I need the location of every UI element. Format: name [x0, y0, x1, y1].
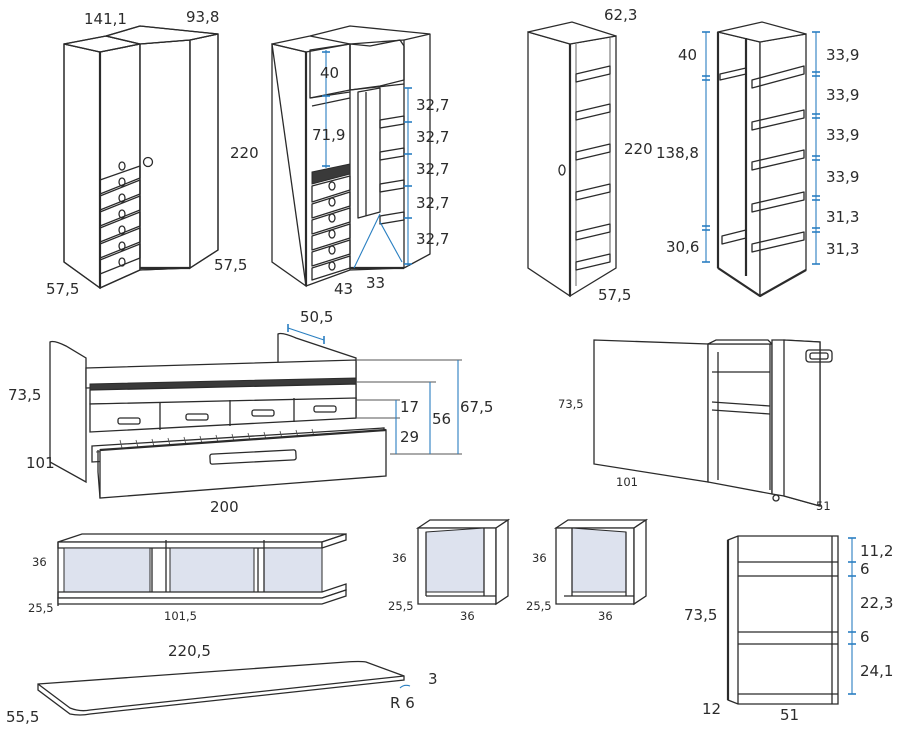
corner-wardrobe-height: 220 — [230, 144, 259, 162]
desk-unit — [593, 339, 833, 507]
side-unit-dim-4: 6 — [860, 628, 870, 646]
open-bookcase — [716, 21, 807, 298]
tabletop-depth: 55,5 — [6, 708, 39, 726]
bookcase-left-dim-3: 30,6 — [666, 238, 699, 256]
interior-hanging-dim: 71,9 — [312, 126, 345, 144]
interior-shelf-dim-4: 32,7 — [416, 194, 449, 212]
interior-top-dim: 40 — [320, 64, 339, 82]
wall-shelf — [57, 533, 347, 606]
wardrobe-drawers — [99, 161, 141, 275]
bed-length: 200 — [210, 498, 239, 516]
shelf-height: 36 — [32, 555, 47, 569]
narrow-wardrobe-width: 62,3 — [604, 6, 637, 24]
side-unit-dim-3: 22,3 — [860, 594, 893, 612]
interior-shelf-dim-3: 32,7 — [416, 160, 449, 178]
bookcase-left-dim-1: 40 — [678, 46, 697, 64]
tabletop-length: 220,5 — [168, 642, 211, 660]
desk-depth: 51 — [816, 499, 831, 513]
trundle-bed — [49, 332, 387, 499]
knob-icon — [558, 164, 566, 176]
corner-wardrobe-depth-a: 57,5 — [46, 280, 79, 298]
bed-dim-29: 29 — [400, 428, 419, 446]
side-unit — [726, 535, 839, 705]
corner-interior-dimensions — [322, 50, 412, 269]
bed-top-width: 50,5 — [300, 308, 333, 326]
shelf-depth: 25,5 — [28, 601, 54, 615]
corner-wardrobe-width-a: 141,1 — [84, 10, 127, 28]
tabletop — [37, 660, 411, 716]
interior-diag-a: 43 — [334, 280, 353, 298]
bookcase-dimensions — [702, 31, 820, 265]
side-unit-depth: 12 — [702, 700, 721, 718]
side-unit-dim-5: 24,1 — [860, 662, 893, 680]
bookcase-left-dim-2: 138,8 — [656, 144, 699, 162]
cube-b-depth: 25,5 — [526, 599, 552, 613]
side-unit-dimensions — [848, 537, 856, 695]
bookcase-right-dim-5: 31,3 — [826, 208, 859, 226]
bed-width: 101 — [26, 454, 55, 472]
side-unit-dim-1: 11,2 — [860, 542, 893, 560]
cube-b-width: 36 — [598, 609, 613, 623]
bookcase-right-dim-4: 33,9 — [826, 168, 859, 186]
bookcase-right-dim-3: 33,9 — [826, 126, 859, 144]
narrow-wardrobe-depth: 57,5 — [598, 286, 631, 304]
cube-a — [415, 518, 511, 606]
caster-icon — [772, 494, 780, 502]
bed-dim-56: 56 — [432, 410, 451, 428]
cube-b-height: 36 — [532, 551, 547, 565]
desk-length: 101 — [616, 475, 638, 489]
narrow-wardrobe — [527, 21, 617, 298]
corner-wardrobe-interior — [271, 25, 431, 288]
corner-wardrobe-width-b: 93,8 — [186, 8, 219, 26]
interior-shelf-dim-2: 32,7 — [416, 128, 449, 146]
interior-shelf-dim-1: 32,7 — [416, 96, 449, 114]
bookcase-right-dim-2: 33,9 — [826, 86, 859, 104]
side-unit-dim-2: 6 — [860, 560, 870, 578]
bed-dim-17: 17 — [400, 398, 419, 416]
cube-b — [553, 518, 649, 606]
bed-dim-67-5: 67,5 — [460, 398, 493, 416]
bed-headboard-height: 73,5 — [8, 386, 41, 404]
cube-a-width: 36 — [460, 609, 475, 623]
interior-shelf-dim-5: 32,7 — [416, 230, 449, 248]
narrow-wardrobe-height: 220 — [624, 140, 653, 158]
bookcase-right-dim-6: 31,3 — [826, 240, 859, 258]
side-unit-width: 51 — [780, 706, 799, 724]
corner-wardrobe-depth-b: 57,5 — [214, 256, 247, 274]
tabletop-radius: R 6 — [390, 694, 415, 712]
bookcase-right-dim-1: 33,9 — [826, 46, 859, 64]
bed-dimensions — [287, 324, 462, 455]
knob-icon — [142, 156, 154, 168]
corner-wardrobe — [63, 25, 219, 290]
cube-a-depth: 25,5 — [388, 599, 414, 613]
cube-a-height: 36 — [392, 551, 407, 565]
interior-diag-b: 33 — [366, 274, 385, 292]
side-unit-height: 73,5 — [684, 606, 717, 624]
desk-height: 73,5 — [558, 397, 584, 411]
shelf-length: 101,5 — [164, 609, 197, 623]
tabletop-thickness: 3 — [428, 670, 438, 688]
